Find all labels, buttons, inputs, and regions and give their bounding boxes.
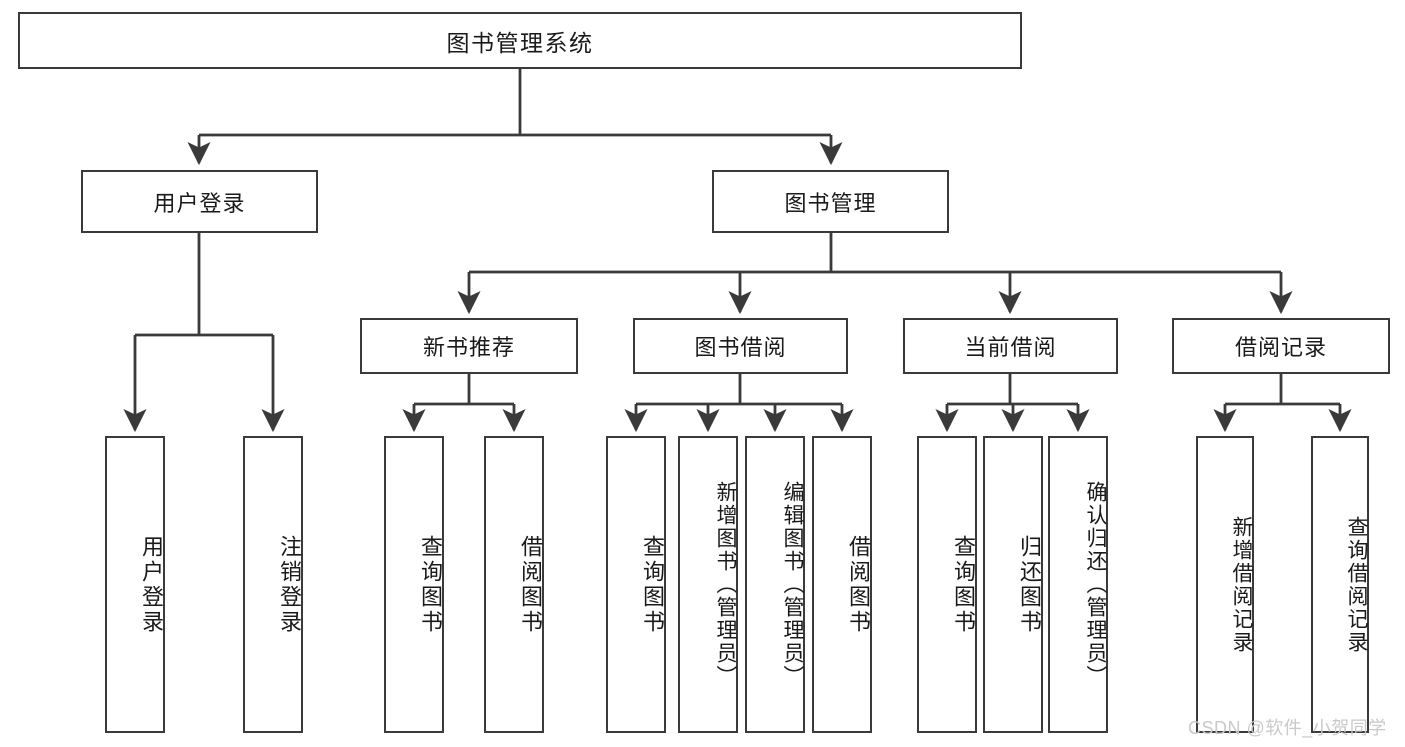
node-user-login[interactable]: 用户登录 (81, 170, 318, 233)
node-leaf-edit-book[interactable]: 编辑图书（管理员） (745, 436, 805, 733)
node-leaf-add-book[interactable]: 新增图书（管理员） (678, 436, 738, 733)
watermark-text: CSDN @软件_小贺同学 (1188, 718, 1387, 738)
node-root[interactable]: 图书管理系统 (18, 12, 1022, 69)
node-leaf-query-book-1[interactable]: 查询图书 (384, 436, 444, 733)
node-book-manage[interactable]: 图书管理 (712, 170, 949, 233)
node-leaf-confirm-return[interactable]: 确认归还（管理员） (1048, 436, 1108, 733)
node-leaf-borrow-book-1[interactable]: 借阅图书 (484, 436, 544, 733)
node-borrow-record[interactable]: 借阅记录 (1172, 318, 1390, 374)
node-leaf-logout[interactable]: 注销登录 (243, 436, 303, 733)
node-leaf-user-login[interactable]: 用户登录 (105, 436, 165, 733)
node-book-borrow[interactable]: 图书借阅 (633, 318, 848, 374)
node-leaf-add-record[interactable]: 新增借阅记录 (1196, 436, 1254, 733)
node-leaf-query-book-3[interactable]: 查询图书 (917, 436, 977, 733)
node-current-borrow[interactable]: 当前借阅 (903, 318, 1118, 374)
node-leaf-query-record[interactable]: 查询借阅记录 (1311, 436, 1369, 733)
node-leaf-return-book[interactable]: 归还图书 (983, 436, 1043, 733)
node-new-book-rec[interactable]: 新书推荐 (360, 318, 578, 374)
node-leaf-query-book-2[interactable]: 查询图书 (606, 436, 666, 733)
node-leaf-borrow-book-2[interactable]: 借阅图书 (812, 436, 872, 733)
